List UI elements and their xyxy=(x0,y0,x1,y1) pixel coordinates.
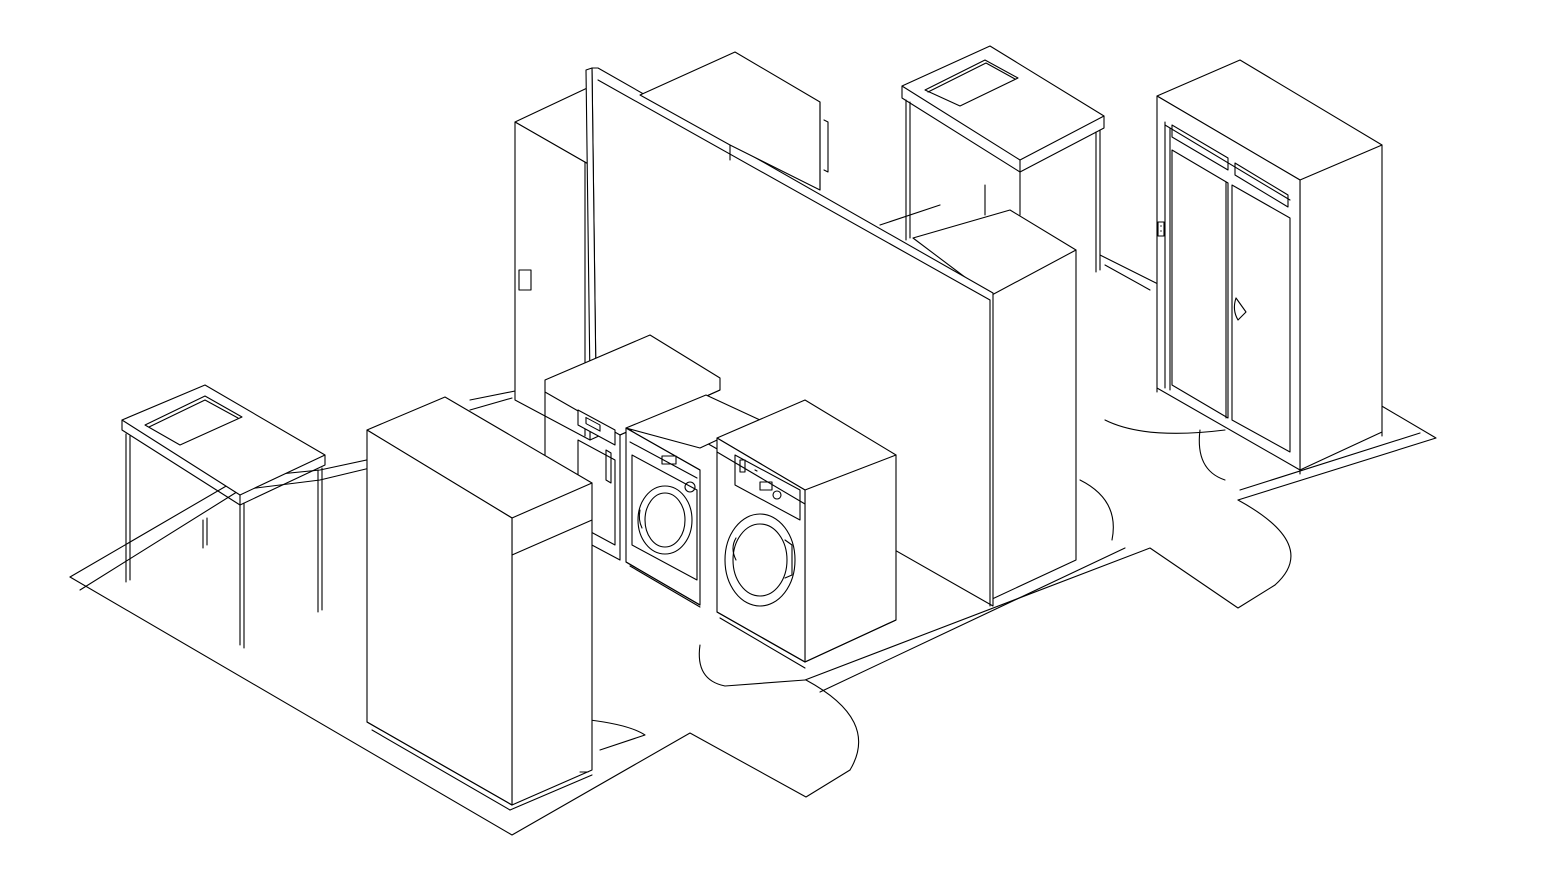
sink-back xyxy=(901,45,1105,273)
dryer-cabinet-front xyxy=(366,396,593,811)
floor-plan xyxy=(69,204,1437,836)
sink-left xyxy=(121,384,326,649)
double-door-cabinet xyxy=(1156,59,1383,475)
washer-front xyxy=(716,399,897,669)
